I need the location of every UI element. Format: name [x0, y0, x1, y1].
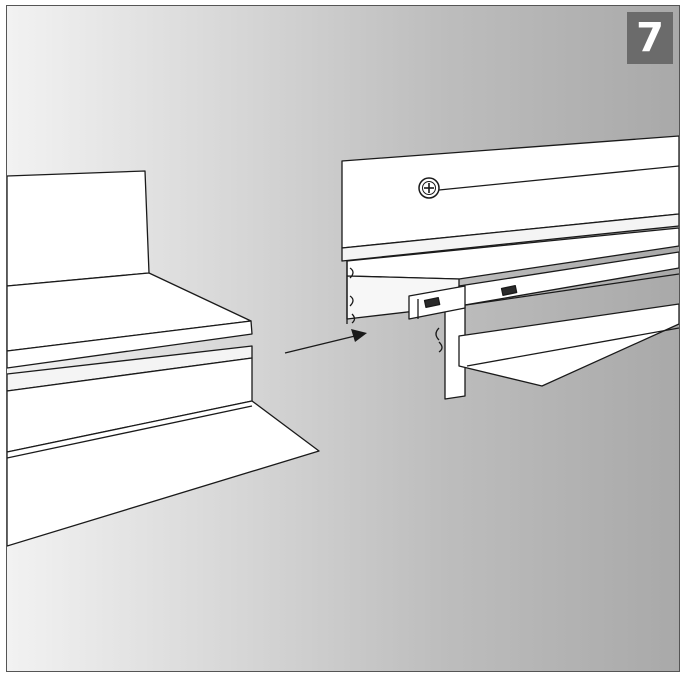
right-profile-lower-flange	[458, 303, 679, 387]
left-profile	[7, 170, 320, 547]
set-screw-right	[500, 284, 518, 297]
left-profile-front-lip	[7, 320, 253, 369]
step-number-badge: 7	[627, 12, 673, 64]
profile-end-detail	[346, 261, 356, 324]
left-profile-lower-flange	[7, 400, 320, 547]
phillips-screw-icon	[418, 177, 440, 199]
left-profile-back-wall	[7, 170, 150, 287]
set-screw-left	[423, 296, 441, 309]
right-profile-top-ledge	[341, 213, 679, 262]
right-profile	[341, 135, 679, 400]
insertion-arrow	[284, 329, 367, 354]
instruction-panel: 7	[6, 5, 680, 672]
right-profile-back-plate	[341, 135, 679, 249]
assembly-illustration	[7, 135, 679, 547]
